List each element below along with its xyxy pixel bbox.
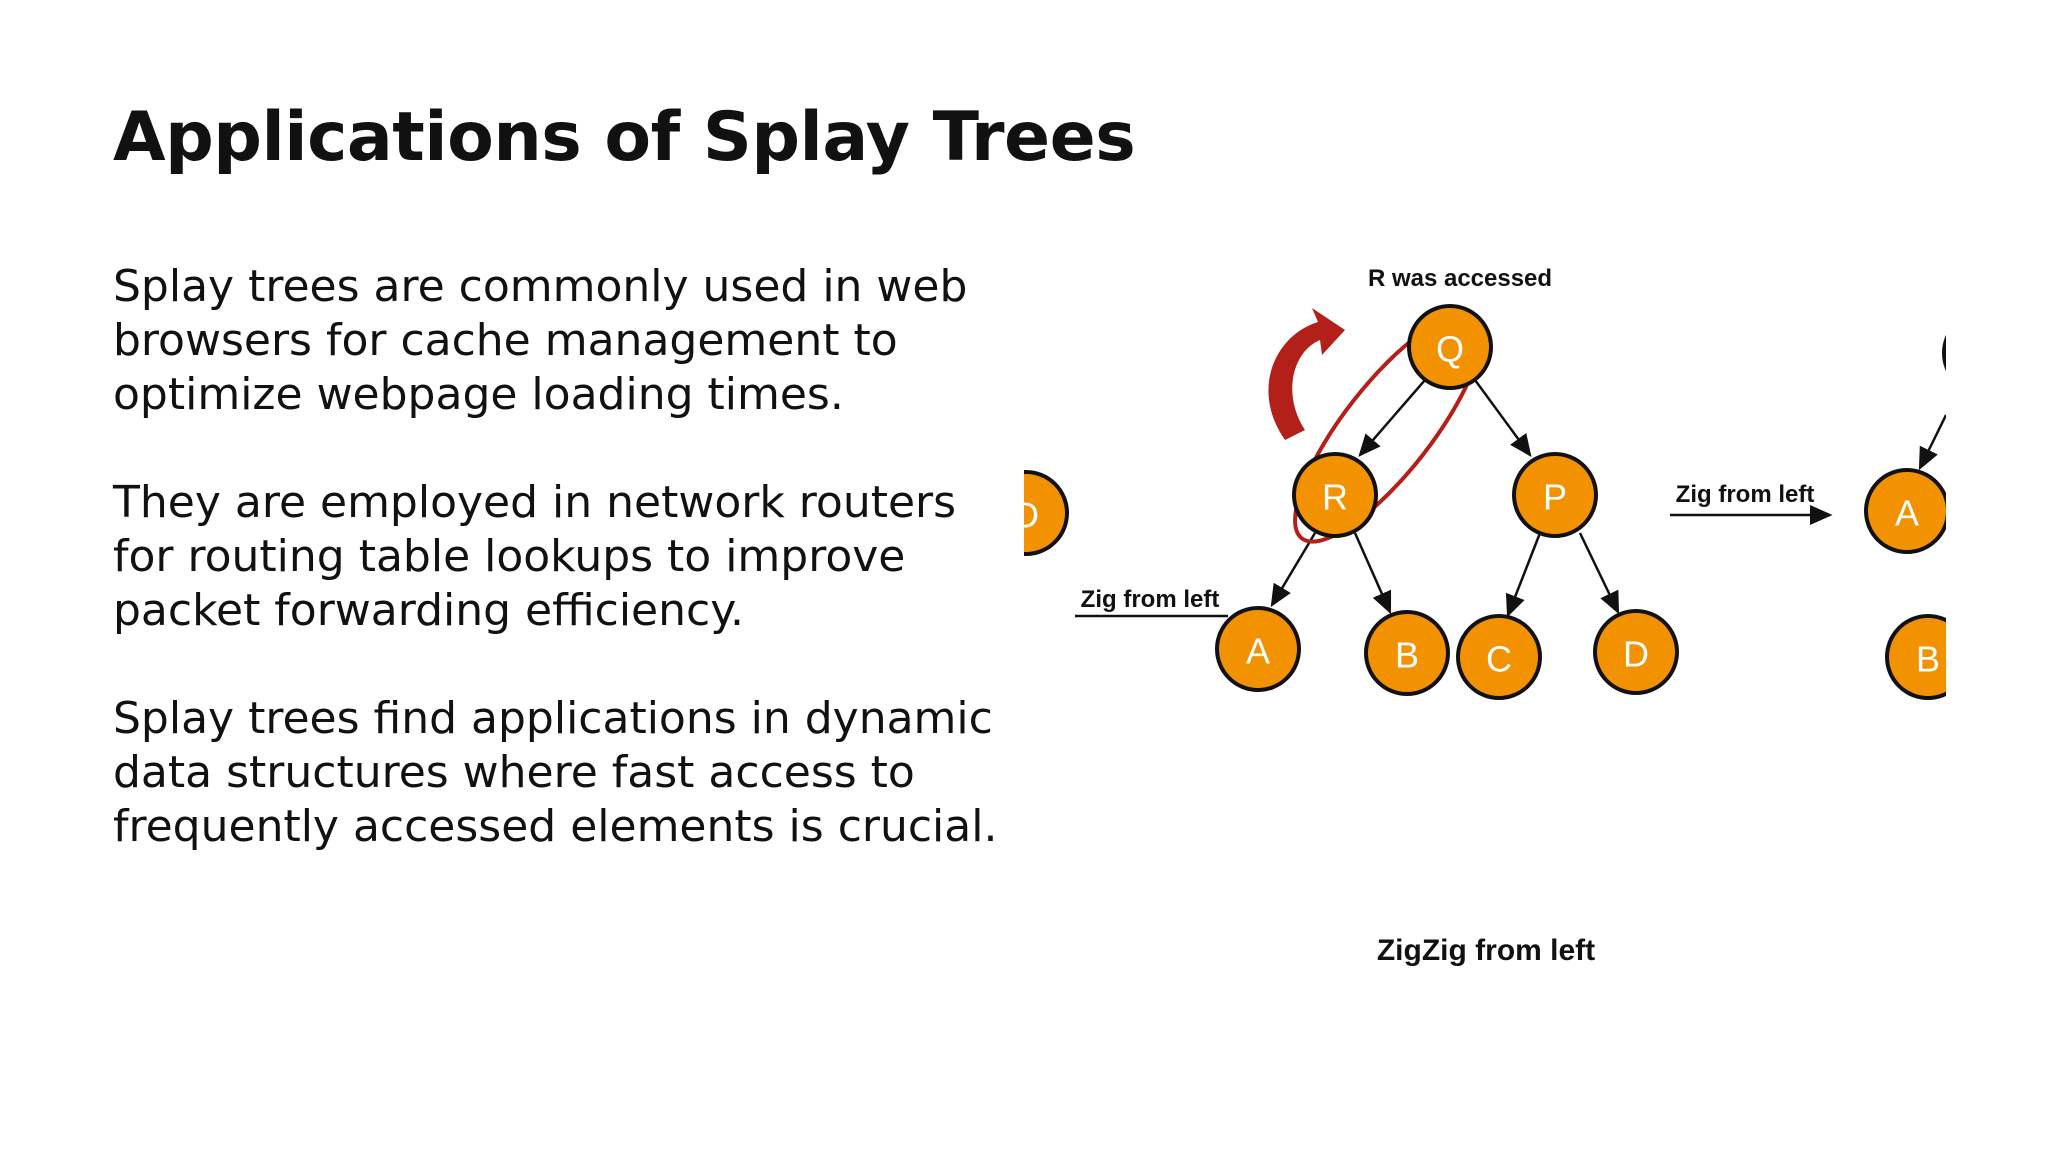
- annotation-r-accessed: R was accessed: [1368, 265, 1552, 292]
- curved-arrow-icon: [1268, 308, 1345, 440]
- node-p: P: [1512, 452, 1598, 538]
- node-d: D: [1593, 609, 1679, 695]
- zig-label-left: Zig from left: [1081, 586, 1220, 613]
- slide-title: Applications of Splay Trees: [113, 98, 1136, 177]
- svg-text:B: B: [1916, 639, 1940, 680]
- node-a: A: [1215, 606, 1301, 692]
- node-right-a: A: [1864, 468, 1946, 554]
- svg-text:B: B: [1395, 635, 1419, 676]
- paragraph-dynamic-structures: Splay trees find applications in dynamic…: [113, 693, 998, 852]
- splay-tree-diagram: Q R P A B C D D A B R was accessed Zig f…: [1024, 240, 1946, 1000]
- node-q: Q: [1407, 304, 1493, 390]
- paragraph-web-browsers: Splay trees are commonly used in web bro…: [113, 261, 968, 420]
- diagram-caption: ZigZig from left: [1377, 934, 1595, 967]
- paragraph-network-routers: They are employed in network routers for…: [113, 477, 957, 636]
- svg-text:R: R: [1322, 477, 1348, 518]
- svg-text:P: P: [1543, 477, 1567, 518]
- svg-text:C: C: [1486, 639, 1512, 680]
- svg-text:Q: Q: [1436, 329, 1464, 370]
- node-r: R: [1292, 452, 1378, 538]
- node-b: B: [1364, 610, 1450, 696]
- node-left-partial: D: [1024, 470, 1069, 556]
- node-right-b: B: [1885, 614, 1946, 700]
- node-right-partial: [1942, 334, 1946, 372]
- node-c: C: [1456, 614, 1542, 700]
- zig-label-right: Zig from left: [1676, 481, 1815, 508]
- svg-text:A: A: [1895, 493, 1919, 534]
- svg-text:A: A: [1246, 631, 1270, 672]
- svg-text:D: D: [1024, 495, 1039, 536]
- tree-edges: [1075, 379, 1946, 618]
- svg-text:D: D: [1623, 634, 1649, 675]
